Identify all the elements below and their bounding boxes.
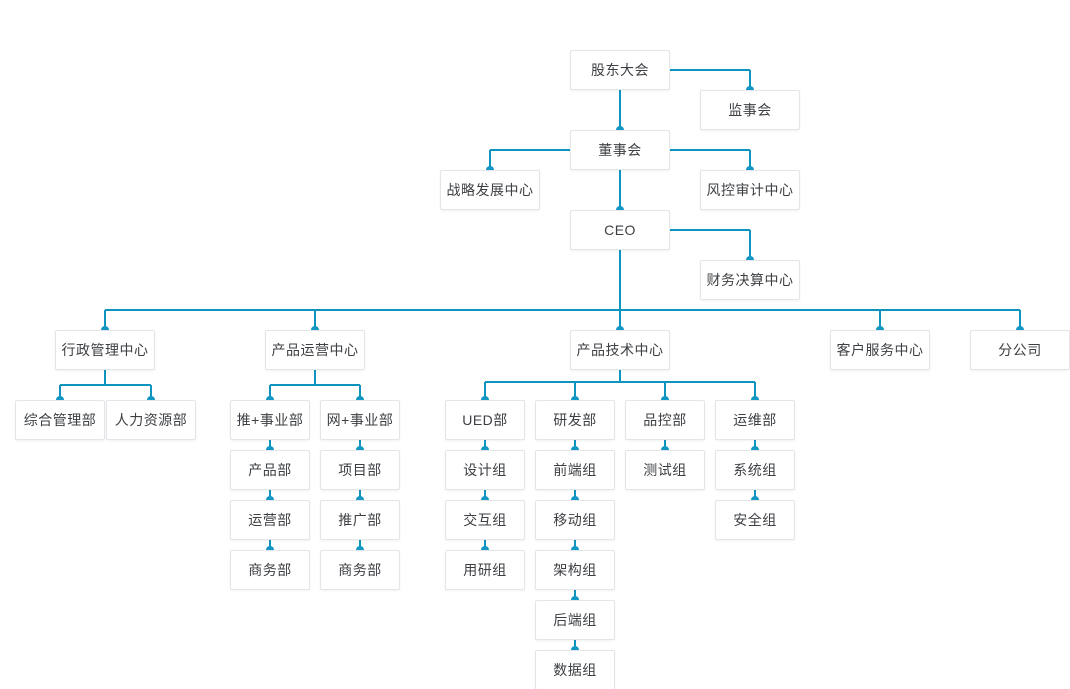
org-node-label: 综合管理部 (23, 412, 97, 428)
org-node[interactable]: 分公司 (970, 330, 1070, 370)
org-node[interactable]: 客户服务中心 (830, 330, 930, 370)
org-node-label: 行政管理中心 (61, 342, 149, 358)
org-node[interactable]: 商务部 (230, 550, 310, 590)
org-node-label: 设计组 (463, 462, 507, 478)
org-node-label: 数据组 (553, 662, 597, 678)
org-node[interactable]: 董事会 (570, 130, 670, 170)
org-node[interactable]: 设计组 (445, 450, 525, 490)
org-node-label: 商务部 (248, 562, 292, 578)
org-node-label: 运维部 (733, 412, 777, 428)
org-node-label: 系统组 (733, 462, 777, 478)
org-node[interactable]: 运维部 (715, 400, 795, 440)
org-node[interactable]: 后端组 (535, 600, 615, 640)
org-node-label: 测试组 (643, 462, 687, 478)
org-node[interactable]: 人力资源部 (106, 400, 196, 440)
org-node[interactable]: 研发部 (535, 400, 615, 440)
org-node-label: 前端组 (553, 462, 597, 478)
org-node-label: 推+事业部 (236, 412, 304, 428)
org-node-label: 战略发展中心 (446, 182, 534, 198)
org-node[interactable]: 行政管理中心 (55, 330, 155, 370)
org-node[interactable]: 安全组 (715, 500, 795, 540)
org-node-label: 商务部 (338, 562, 382, 578)
org-node[interactable]: 战略发展中心 (440, 170, 540, 210)
org-node[interactable]: 前端组 (535, 450, 615, 490)
org-node[interactable]: UED部 (445, 400, 525, 440)
org-node-label: CEO (604, 222, 636, 238)
org-node-label: 产品部 (248, 462, 292, 478)
org-node-label: 项目部 (338, 462, 382, 478)
org-node-label: 董事会 (598, 142, 642, 158)
org-node[interactable]: CEO (570, 210, 670, 250)
org-node-label: 交互组 (463, 512, 507, 528)
org-node[interactable]: 架构组 (535, 550, 615, 590)
org-node-label: 财务决算中心 (706, 272, 794, 288)
org-node[interactable]: 项目部 (320, 450, 400, 490)
org-node-label: 监事会 (728, 102, 772, 118)
org-node-label: 客户服务中心 (836, 342, 924, 358)
org-node[interactable]: 财务决算中心 (700, 260, 800, 300)
org-node-label: 风控审计中心 (706, 182, 794, 198)
org-node-label: 后端组 (553, 612, 597, 628)
org-node[interactable]: 交互组 (445, 500, 525, 540)
org-node[interactable]: 产品部 (230, 450, 310, 490)
org-node-label: 产品运营中心 (271, 342, 359, 358)
org-node[interactable]: 产品运营中心 (265, 330, 365, 370)
org-node-label: 网+事业部 (326, 412, 394, 428)
org-node-label: 运营部 (248, 512, 292, 528)
org-node-label: 研发部 (553, 412, 597, 428)
org-node[interactable]: 监事会 (700, 90, 800, 130)
org-node-label: 推广部 (338, 512, 382, 528)
org-node[interactable]: 产品技术中心 (570, 330, 670, 370)
org-node-label: UED部 (462, 412, 508, 428)
org-node[interactable]: 测试组 (625, 450, 705, 490)
org-node[interactable]: 数据组 (535, 650, 615, 689)
org-node[interactable]: 系统组 (715, 450, 795, 490)
org-node[interactable]: 商务部 (320, 550, 400, 590)
org-node[interactable]: 综合管理部 (15, 400, 105, 440)
org-node-label: 移动组 (553, 512, 597, 528)
org-node[interactable]: 用研组 (445, 550, 525, 590)
org-node-label: 用研组 (463, 562, 507, 578)
org-node-label: 品控部 (643, 412, 687, 428)
org-node-label: 股东大会 (591, 62, 649, 78)
org-node[interactable]: 移动组 (535, 500, 615, 540)
org-node[interactable]: 推+事业部 (230, 400, 310, 440)
org-node-label: 产品技术中心 (576, 342, 664, 358)
org-node[interactable]: 运营部 (230, 500, 310, 540)
org-node[interactable]: 品控部 (625, 400, 705, 440)
org-node-label: 人力资源部 (114, 412, 188, 428)
org-node[interactable]: 推广部 (320, 500, 400, 540)
org-node-label: 架构组 (553, 562, 597, 578)
org-node-label: 安全组 (733, 512, 777, 528)
org-node[interactable]: 网+事业部 (320, 400, 400, 440)
org-node[interactable]: 股东大会 (570, 50, 670, 90)
org-node[interactable]: 风控审计中心 (700, 170, 800, 210)
org-node-label: 分公司 (998, 342, 1042, 358)
